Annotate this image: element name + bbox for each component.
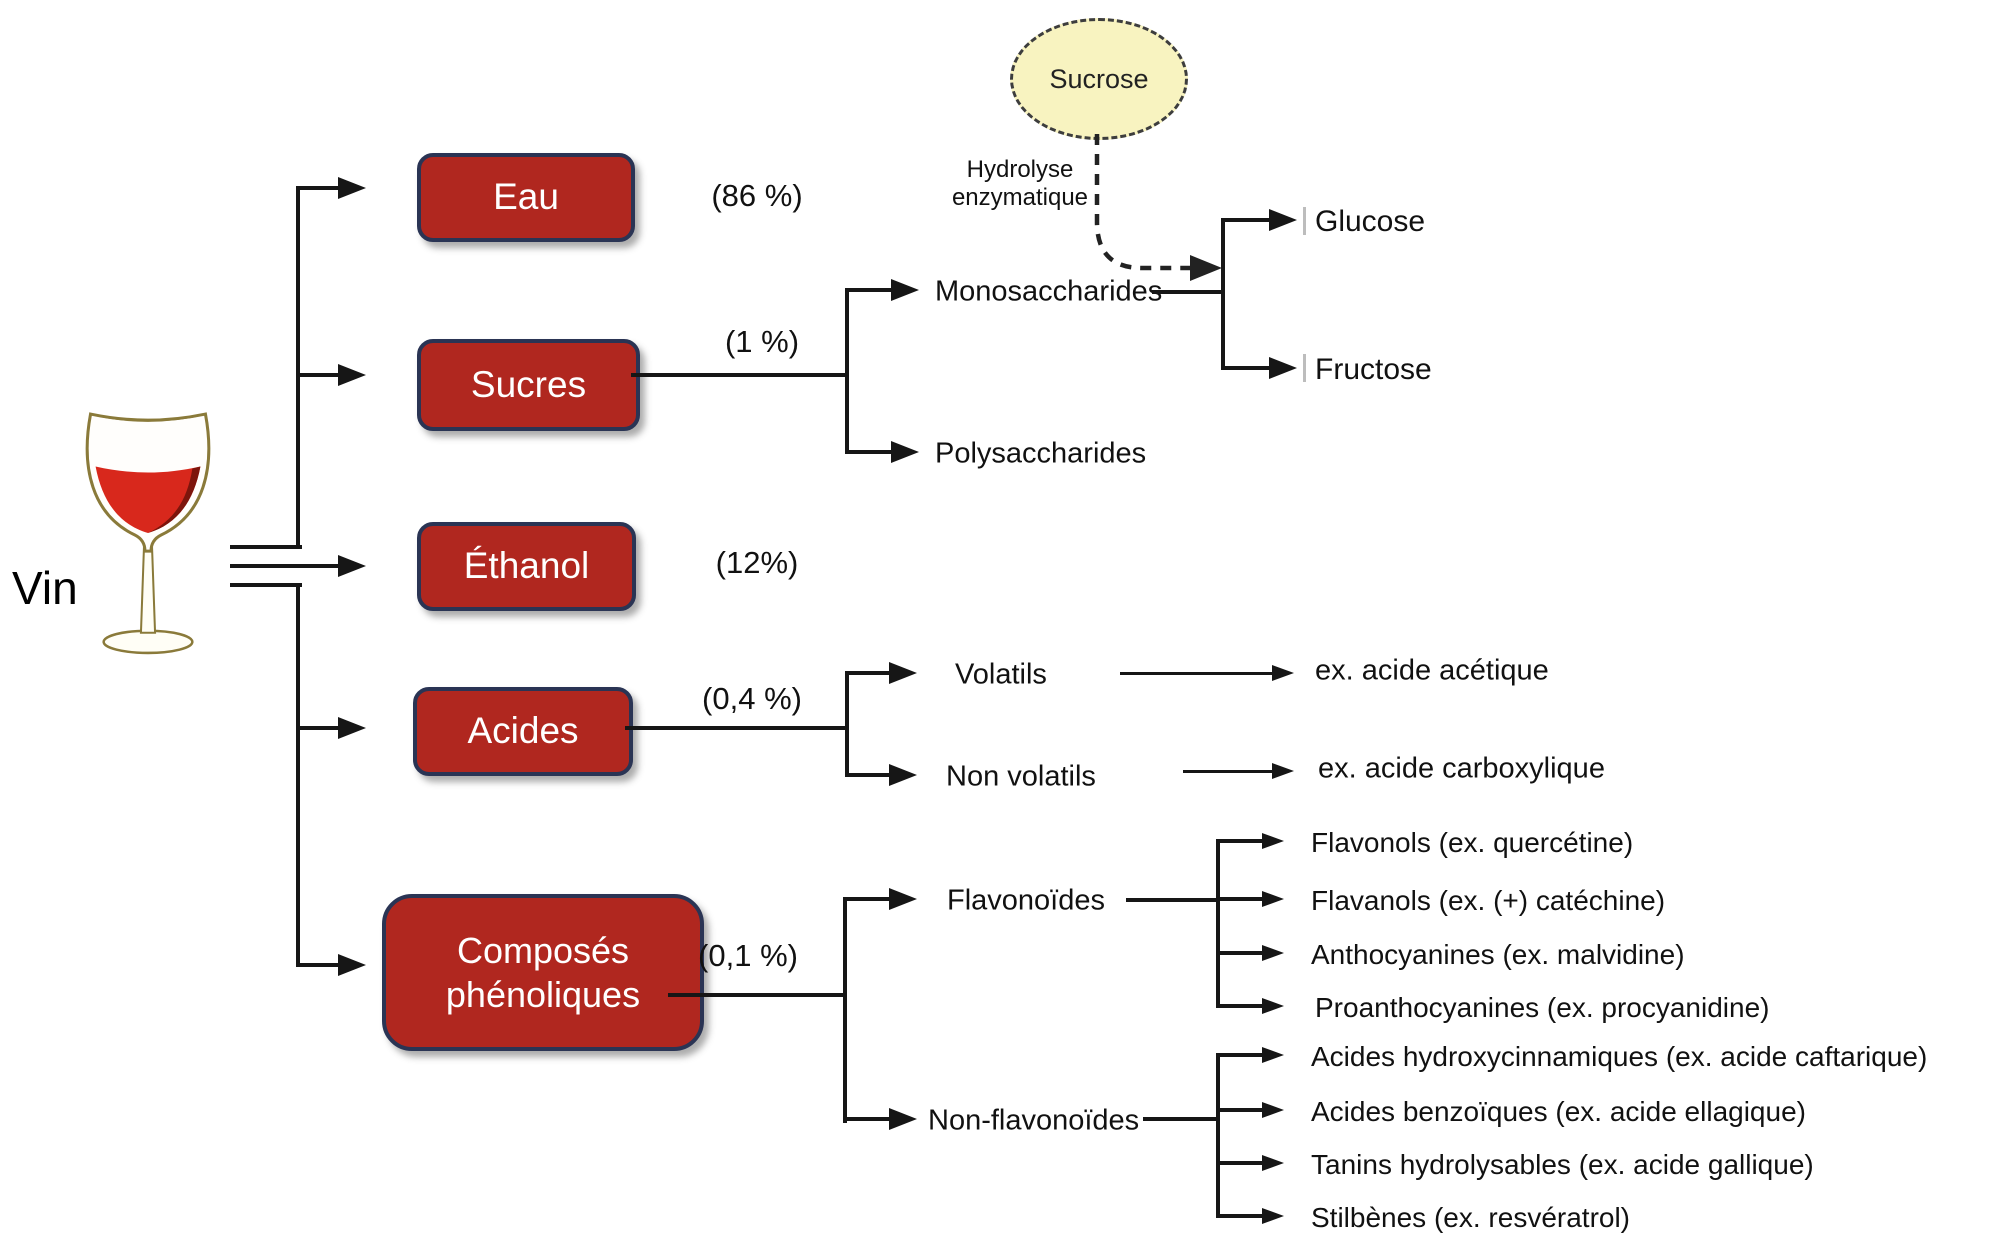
label-ex-acetique: ex. acide acétique	[1315, 654, 1549, 687]
branch-line	[1221, 218, 1225, 370]
label-flavonoides: Flavonoïdes	[947, 884, 1105, 917]
label-non-flavonoides: Non-flavonoïdes	[928, 1104, 1140, 1137]
arrowhead	[338, 364, 366, 386]
box-ethanol[interactable]: Éthanol	[417, 522, 636, 611]
connector	[296, 373, 338, 377]
arrowhead	[1262, 833, 1284, 849]
arrowhead	[889, 662, 917, 684]
label-proanthocyanines: Proanthocyanines (ex. procyanidine)	[1315, 992, 1770, 1023]
box-sucres[interactable]: Sucres	[417, 339, 640, 431]
arrowhead	[1262, 945, 1284, 961]
branch-line	[1216, 839, 1220, 1008]
branch-line	[845, 288, 849, 454]
arrowhead	[1262, 1047, 1284, 1063]
hydrolyse-dashed-arrow	[1094, 134, 1222, 281]
arrowhead	[1269, 357, 1297, 379]
connector	[845, 288, 891, 292]
label-hydroxycinnamiques: Acides hydroxycinnamiques (ex. acide caf…	[1311, 1041, 1928, 1072]
connector	[845, 773, 889, 777]
box-eau[interactable]: Eau	[417, 153, 635, 242]
tick-mark	[1303, 207, 1306, 235]
label-flavanols: Flavanols (ex. (+) catéchine)	[1311, 885, 1666, 916]
arrowhead	[338, 717, 366, 739]
connector	[843, 1117, 889, 1121]
arrowhead	[1272, 665, 1294, 681]
connector	[668, 993, 847, 997]
connector	[230, 545, 302, 549]
connector	[1221, 366, 1269, 370]
root-label: Vin	[12, 562, 78, 614]
connector	[1216, 1214, 1262, 1218]
connector	[631, 373, 847, 377]
wine-glass-icon	[85, 412, 211, 655]
label-glucose: Glucose	[1315, 205, 1426, 238]
connector	[1126, 898, 1220, 902]
arrowhead	[889, 1108, 917, 1130]
arrowhead	[891, 279, 919, 301]
connector	[1216, 1004, 1262, 1008]
connector	[296, 726, 338, 730]
connector	[1152, 290, 1225, 294]
arrowhead	[338, 177, 366, 199]
arrowhead	[889, 764, 917, 786]
pct-ethanol: (12%)	[715, 545, 799, 580]
connector	[1216, 1161, 1262, 1165]
connector	[1216, 839, 1262, 843]
box-acides[interactable]: Acides	[413, 687, 633, 776]
label-anthocyanines: Anthocyanines (ex. malvidine)	[1311, 939, 1685, 970]
label-volatils: Volatils	[955, 658, 1047, 691]
arrowhead	[1269, 209, 1297, 231]
connector	[1143, 1117, 1220, 1121]
connector	[296, 186, 338, 190]
label-flavonols: Flavonols (ex. quercétine)	[1311, 827, 1634, 858]
pct-eau: (86 %)	[711, 178, 803, 213]
arrowhead	[891, 441, 919, 463]
connector	[1183, 770, 1272, 773]
connector	[1216, 1108, 1262, 1112]
arrowhead	[1262, 891, 1284, 907]
label-ex-carboxylique: ex. acide carboxylique	[1318, 752, 1605, 785]
connector	[625, 726, 849, 730]
arrowhead	[1272, 763, 1294, 779]
connector	[296, 963, 338, 967]
tick-mark	[1303, 354, 1306, 382]
arrowhead	[1262, 1155, 1284, 1171]
connector	[1221, 218, 1269, 222]
arrowhead	[1262, 998, 1284, 1014]
label-monosaccharides: Monosaccharides	[935, 275, 1163, 308]
pct-sucres: (1 %)	[724, 324, 800, 359]
branch-line	[1216, 1053, 1220, 1218]
connector	[230, 583, 302, 587]
arrowhead	[889, 888, 917, 910]
connector	[843, 897, 889, 901]
trunk-upper	[296, 186, 300, 549]
arrowhead	[1262, 1208, 1284, 1224]
arrowhead	[338, 555, 366, 577]
connector	[1120, 672, 1272, 675]
connector	[1216, 897, 1262, 901]
box-composes-phenoliques[interactable]: Composés phénoliques	[382, 894, 704, 1051]
connector	[230, 564, 338, 568]
sucrose-bubble[interactable]: Sucrose	[1010, 18, 1188, 140]
connector	[845, 671, 889, 675]
trunk-lower	[296, 583, 300, 967]
hydrolyse-label: Hydrolyse enzymatique	[951, 156, 1089, 211]
arrowhead	[338, 954, 366, 976]
connector	[1216, 951, 1262, 955]
pct-acides: (0,4 %)	[702, 681, 802, 716]
sucrose-label: Sucrose	[1049, 63, 1149, 94]
pct-phenoliques: (0,1 %)	[698, 938, 798, 973]
label-polysaccharides: Polysaccharides	[935, 437, 1147, 470]
connector	[1216, 1053, 1262, 1057]
label-stilbenes: Stilbènes (ex. resvératrol)	[1311, 1202, 1631, 1233]
label-fructose: Fructose	[1315, 353, 1432, 386]
label-tanins: Tanins hydrolysables (ex. acide gallique…	[1311, 1149, 1814, 1180]
label-non-volatils: Non volatils	[946, 760, 1096, 793]
connector	[845, 450, 891, 454]
branch-line	[845, 671, 849, 777]
branch-line	[843, 897, 847, 1123]
arrowhead	[1262, 1102, 1284, 1118]
label-benzoiques: Acides benzoïques (ex. acide ellagique)	[1311, 1096, 1806, 1127]
